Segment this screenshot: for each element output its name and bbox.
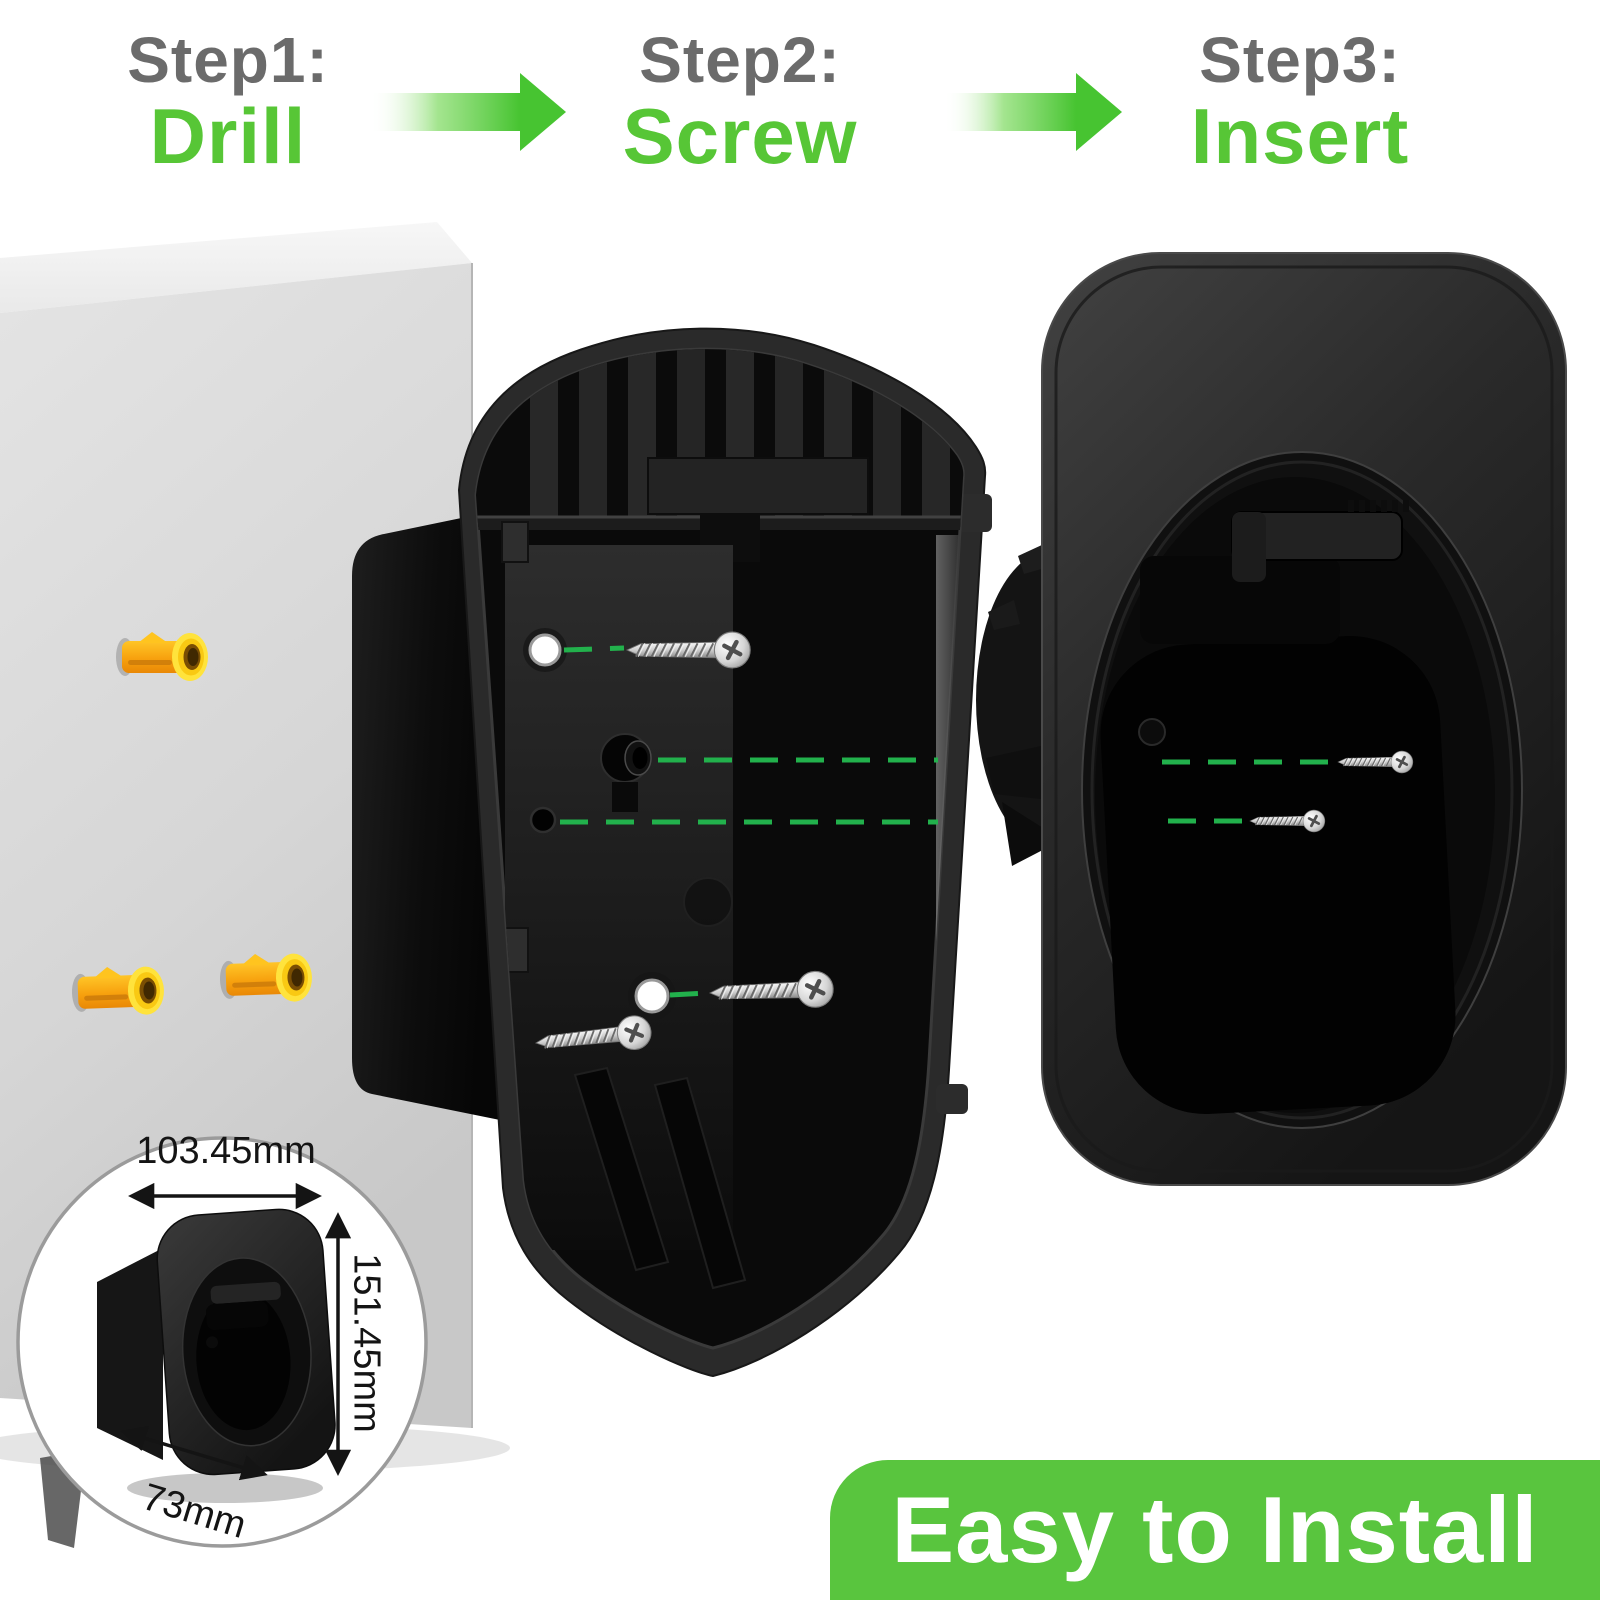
shell-side-tab [958, 494, 992, 532]
wall-top-face [0, 222, 472, 313]
arrow-right-icon [520, 73, 566, 151]
step-1-label: Step1: [127, 24, 329, 96]
step-arrow-1 [370, 73, 566, 151]
step-2-action: Screw [622, 92, 858, 181]
alignment-guides [560, 645, 1334, 998]
dimension-arrows [120, 1182, 352, 1481]
mount-box-open-shell [457, 327, 992, 1378]
screw-hole-top [528, 633, 562, 667]
dimension-inset [16, 1136, 428, 1548]
wall-mount-holder [976, 252, 1567, 1186]
holder-inner-pocket [1100, 636, 1456, 1114]
easy-install-banner: Easy to Install [830, 1460, 1600, 1600]
cable-socket [600, 733, 652, 812]
holder-pin-hole [1138, 718, 1166, 746]
screw-hole-middle [529, 806, 557, 834]
wall-front-face [0, 263, 472, 1428]
height-dimension-label: 151.45mm [345, 1253, 388, 1433]
holder-latch [1140, 500, 1409, 644]
banner-text: Easy to Install [891, 1477, 1539, 1582]
step-3-label: Step3: [1199, 24, 1401, 96]
arrow-right-icon [1076, 73, 1122, 151]
inset-product-photo [97, 1208, 336, 1476]
latch-serration [1348, 500, 1409, 512]
shell-side-tab-lower [936, 1084, 968, 1114]
screw-hole-bottom [634, 978, 670, 1014]
mount-box-rear-shell [352, 510, 500, 1120]
shell-crossbar [647, 457, 869, 515]
width-dimension-label: 103.45mm [136, 1130, 316, 1172]
step-1-action: Drill [149, 92, 307, 181]
step-arrow-2 [944, 73, 1122, 151]
alignment-line-bottom [669, 990, 707, 998]
step-2: Step2: Screw [580, 24, 900, 181]
depth-dimension-arrow [120, 1425, 268, 1481]
step-3-action: Insert [1190, 92, 1410, 181]
step-2-label: Step2: [639, 24, 841, 96]
step-1: Step1: Drill [68, 24, 388, 181]
alignment-line-top [563, 645, 625, 653]
step-3: Step3: Insert [1140, 24, 1460, 181]
